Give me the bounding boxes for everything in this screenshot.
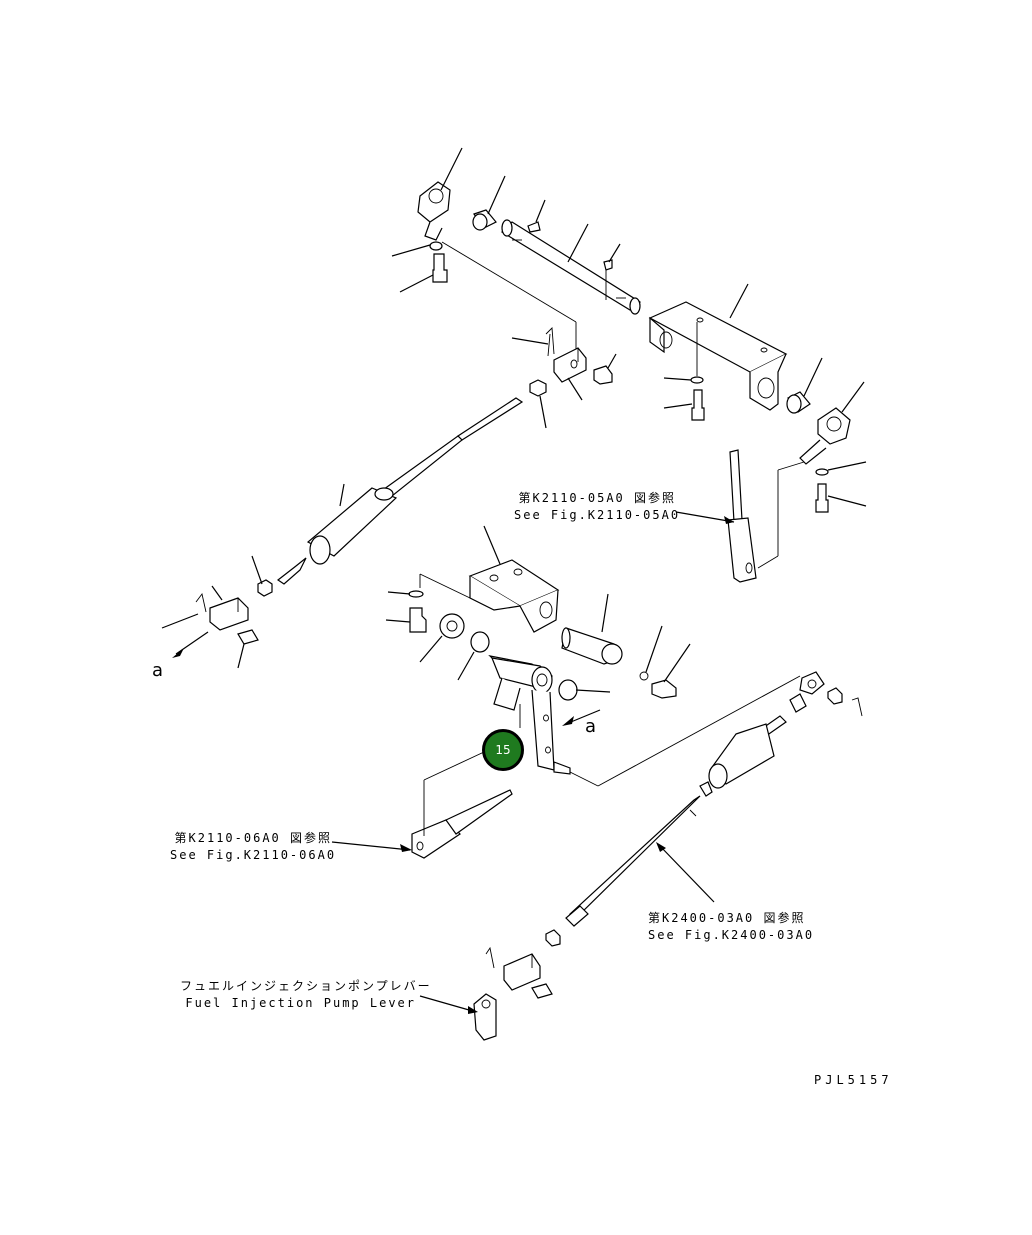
view-marker-center: a [585, 716, 597, 737]
bracket-middle [468, 525, 560, 633]
ref-en-k2110-06a0: See Fig.K2110-06A0 [170, 848, 337, 862]
clamp-lever-right [799, 381, 865, 465]
washer-large [419, 613, 465, 663]
snap-ring [639, 625, 663, 681]
ref-label-k2110-05a0: 第K2110-05A0 図参照 See Fig.K2110-05A0 [514, 490, 681, 524]
ref-en-fuel-lever: Fuel Injection Pump Lever [185, 996, 416, 1010]
pin-mid-right [561, 593, 623, 665]
bolt-top-left [399, 253, 448, 293]
nut-cable-upper [251, 555, 273, 597]
nut-upper [529, 379, 547, 429]
washer-top-left [391, 241, 443, 257]
cotter-pin-lower-right [851, 697, 863, 717]
ref-en-k2110-05a0: See Fig.K2110-05A0 [514, 508, 681, 522]
ref-ja-k2110-06a0: 第K2110-06A0 図参照 [174, 831, 332, 845]
bolt-mid-right [651, 643, 691, 699]
ref-label-k2110-06a0: 第K2110-06A0 図参照 See Fig.K2110-06A0 [170, 830, 337, 864]
cotter-pin-upper [511, 326, 555, 357]
ref-label-k2400-03a0: 第K2400-03A0 図参照 See Fig.K2400-03A0 [648, 910, 818, 944]
nut-lower-cable [545, 929, 561, 947]
ref-ja-k2400-03a0: 第K2400-03A0 図参照 [648, 911, 806, 925]
washer-right [815, 461, 867, 476]
bushing-top [472, 175, 506, 231]
rod-end-lower-left [411, 789, 513, 859]
ref-ja-k2110-05a0: 第K2110-05A0 図参照 [518, 491, 676, 505]
cotter-pin-left [161, 592, 207, 629]
bolt-bracket [663, 389, 705, 421]
bracket-top-right [648, 283, 788, 411]
clamp-lever-top-left [417, 147, 463, 241]
cotter-pin-lower [485, 946, 495, 969]
cable-lower [565, 715, 787, 927]
washer-mid [387, 590, 424, 598]
shaft-long [501, 219, 642, 315]
bushing-right [786, 357, 823, 414]
view-marker-left: a [152, 660, 164, 681]
ref-en-k2400-03a0: See Fig.K2400-03A0 [648, 928, 815, 942]
rod-end-lower-right [789, 671, 825, 713]
bushing-mid [457, 631, 490, 681]
bolt-clevis-upper [593, 353, 617, 385]
clevis-upper [553, 347, 587, 401]
ref-label-fuel-lever: フュエルインジェクションポンプレバー Fuel Injection Pump L… [180, 978, 432, 1012]
lever-assembly [488, 655, 571, 775]
drawing-code: PJL5157 [814, 1073, 893, 1087]
fuel-pump-lever-part [473, 993, 497, 1041]
part-callout-15[interactable]: 15 [482, 729, 524, 771]
ref-ja-fuel-lever: フュエルインジェクションポンプレバー [180, 979, 432, 993]
bolt-right [815, 483, 867, 513]
clevis-lower [503, 953, 541, 991]
guide-line [441, 241, 577, 323]
key-small-2 [603, 243, 621, 271]
nut-lower-right [827, 687, 843, 705]
pin-left [237, 629, 259, 669]
clevis-left [209, 585, 249, 631]
rod-end-right [727, 449, 757, 583]
pin-lower [531, 983, 553, 999]
bolt-mid [385, 607, 427, 633]
bushing-mid-right [558, 679, 611, 701]
key-top [527, 199, 546, 233]
cable-upper [276, 397, 524, 585]
washer-bracket [663, 376, 704, 384]
